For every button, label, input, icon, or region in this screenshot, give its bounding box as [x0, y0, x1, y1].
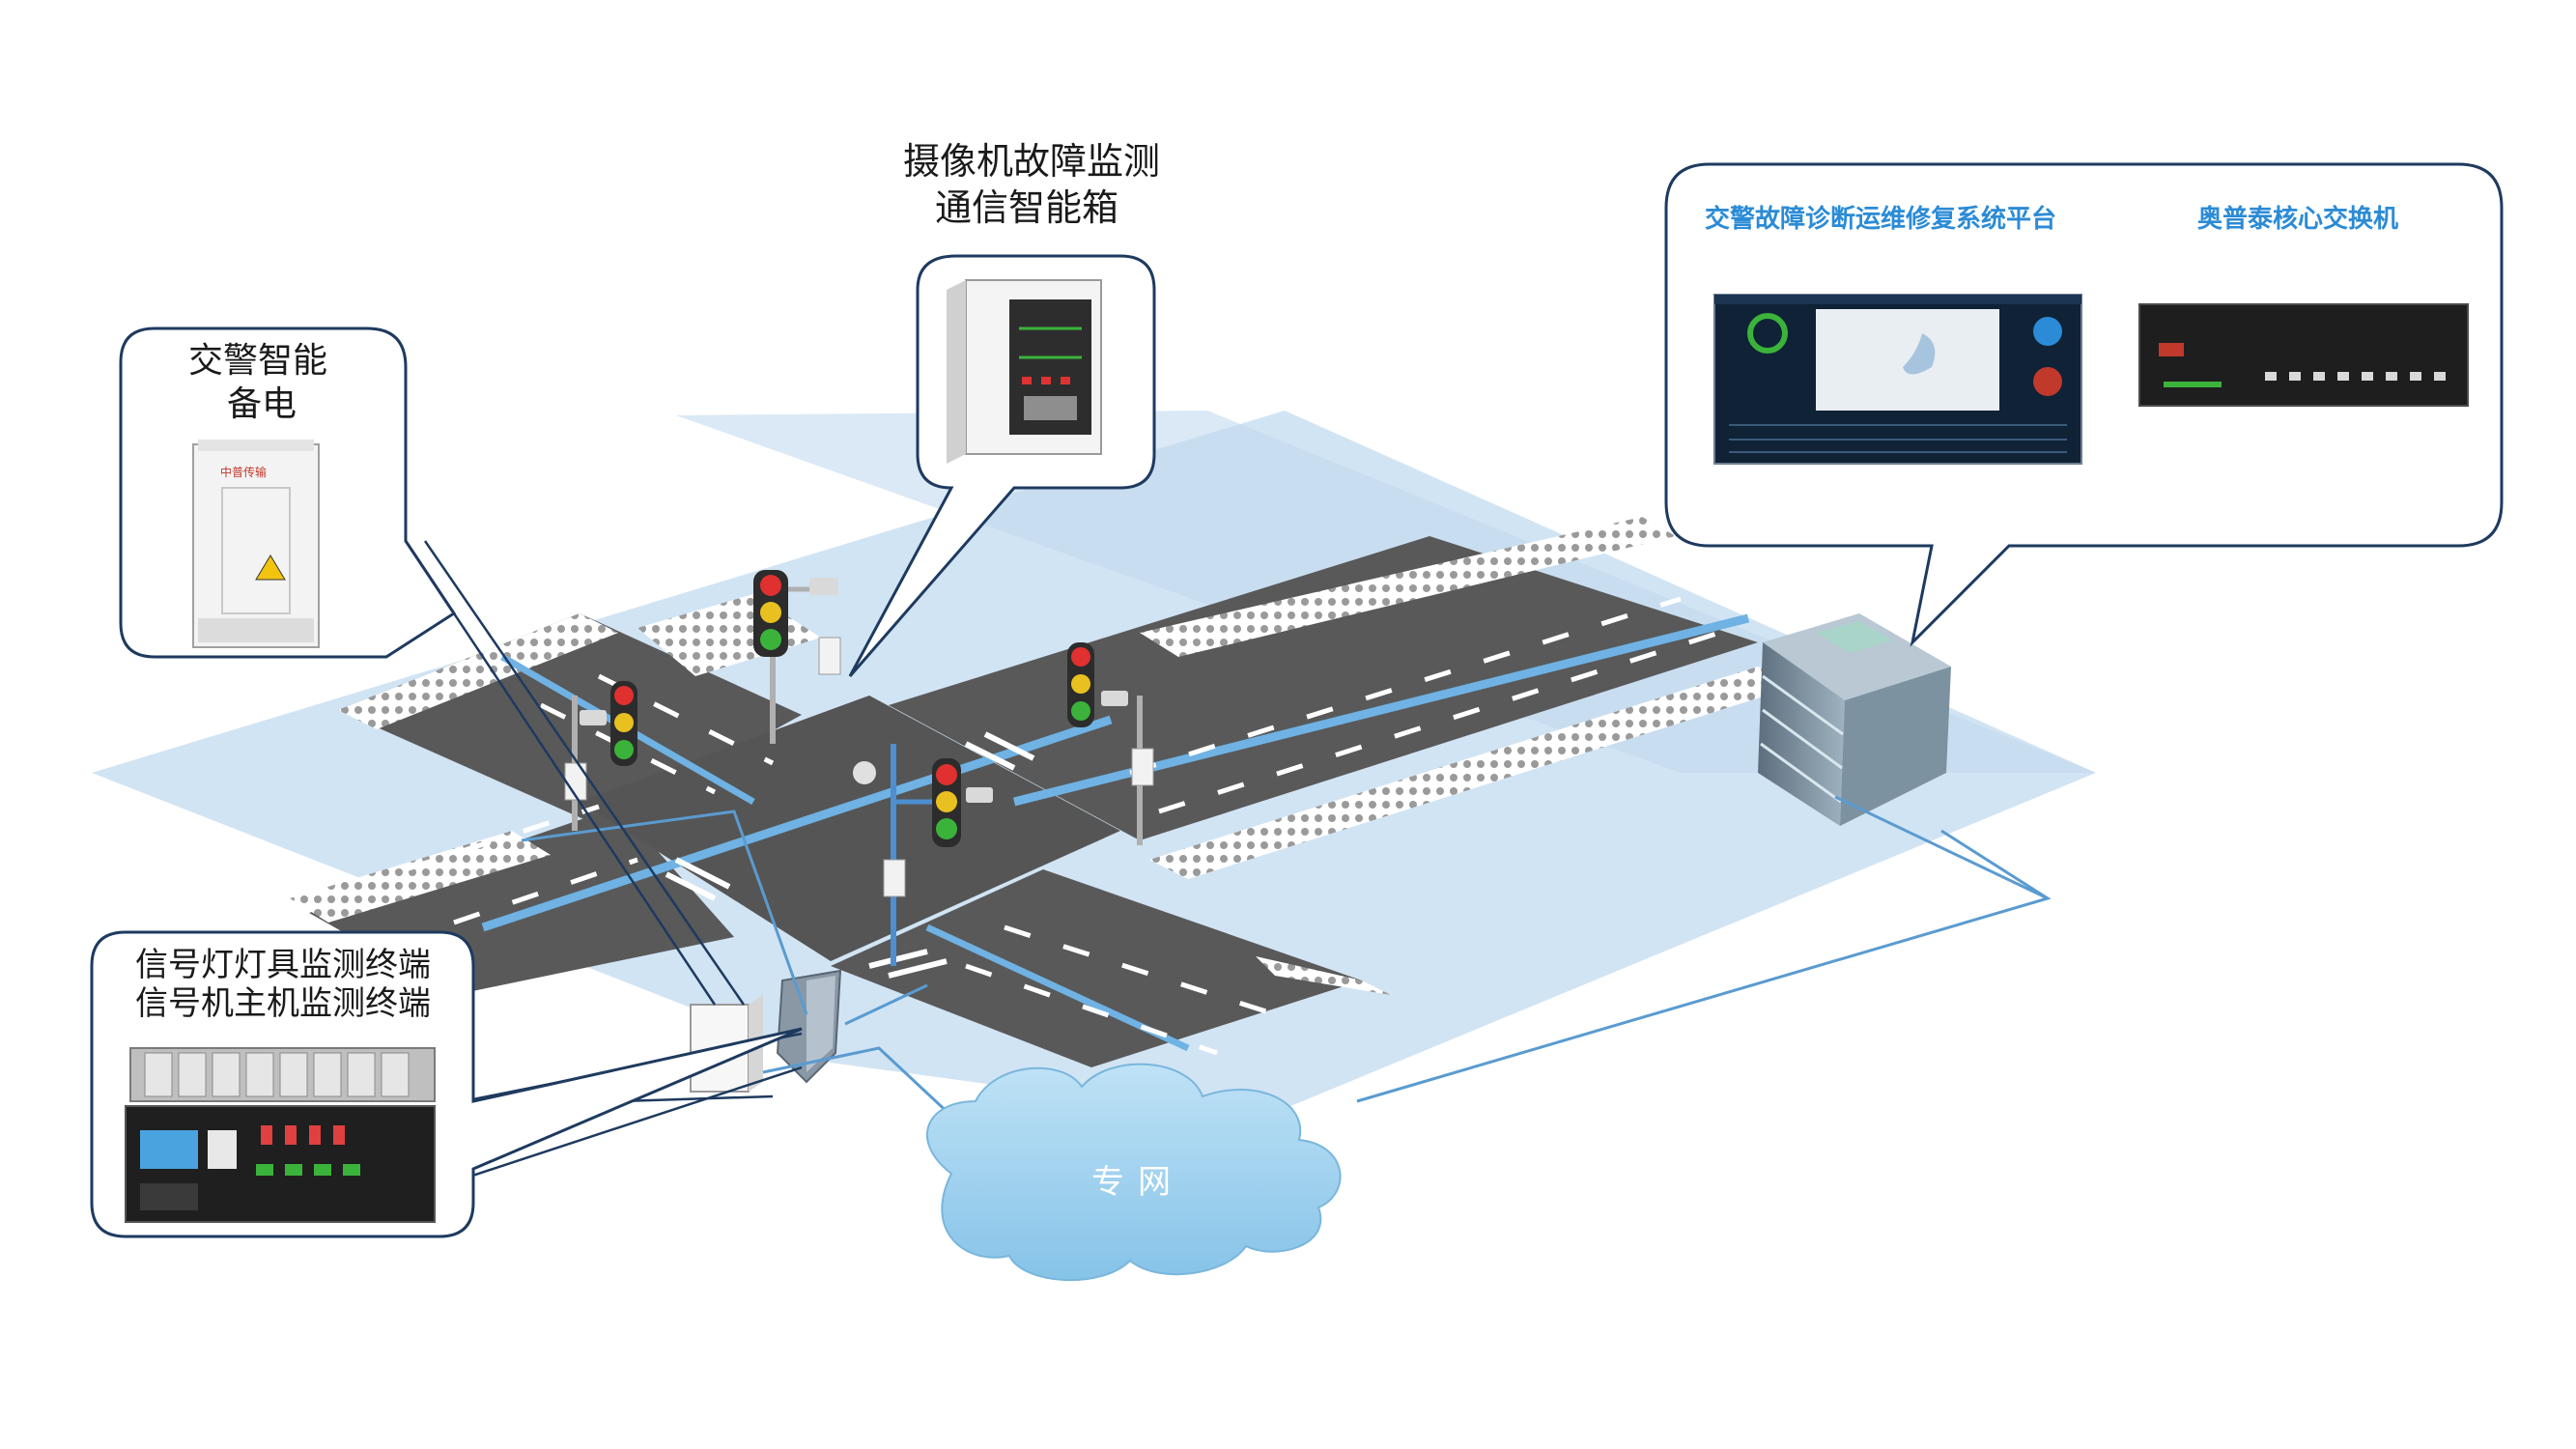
cloud-icon: 专网	[925, 1063, 1342, 1282]
callout-camera-box: 摄像机故障监测 通信智能箱	[848, 140, 1160, 677]
callout-terminals: 信号灯灯具监测终端 信号机主机监测终端	[90, 930, 803, 1238]
crosswalk-4	[1149, 667, 1797, 879]
crosswalk-5	[290, 831, 551, 923]
road-arm-southeast	[831, 869, 1362, 1067]
network-label: 专网	[1091, 1163, 1184, 1202]
crosswalk-6	[1256, 956, 1391, 995]
terminals-title-line-1: 信号灯灯具监测终端	[135, 946, 431, 984]
road-arm-northeast	[889, 536, 1758, 840]
camera-box-title-line-1: 摄像机故障监测	[903, 140, 1160, 183]
traffic-light-icon	[572, 681, 637, 831]
dome-camera-icon	[851, 759, 878, 786]
backup-power-title-line-1: 交警智能	[188, 341, 327, 381]
building-icon	[1758, 613, 1951, 826]
server-rack-icon	[129, 1047, 436, 1102]
traffic-light-icon	[753, 570, 838, 744]
network-switch-icon	[2138, 303, 2469, 407]
cabinet-brand-label: 中普传输	[220, 465, 267, 479]
cabinet-icon	[883, 859, 906, 897]
network-links	[521, 795, 2052, 1190]
traffic-light-icon	[1067, 642, 1143, 845]
center-crosswalks	[665, 731, 1035, 979]
camera-icon	[1101, 691, 1128, 706]
bus-lane-1	[481, 715, 1113, 932]
crosswalk-1	[338, 613, 618, 729]
cabinet-icon	[947, 279, 1102, 464]
camera-icon	[580, 710, 607, 725]
platform-title: 交警故障诊断运维修复系统平台	[1705, 204, 2056, 234]
cabinet-icon	[1131, 748, 1154, 786]
camera-box-title-line-2: 通信智能箱	[935, 186, 1118, 229]
server-rack-icon	[125, 1105, 436, 1223]
camera-icon	[966, 787, 993, 803]
cabinet-icon: 中普传输	[192, 440, 320, 648]
callout-platform: 交警故障诊断运维修复系统平台 奥普泰核心交换机	[1664, 162, 2504, 647]
terminals-title-line-2: 信号机主机监测终端	[135, 984, 431, 1023]
lane-markings	[405, 596, 1720, 1056]
shield-icon	[776, 969, 842, 1084]
callout-backup-power: 交警智能 备电 中普传输	[119, 327, 457, 659]
backup-power-title-line-2: 备电	[227, 384, 297, 424]
traffic-light-icon	[851, 744, 993, 966]
crosswalk-3	[1140, 517, 1676, 657]
dashboard-icon	[1713, 294, 2082, 465]
cabinet-icon	[818, 637, 841, 675]
camera-icon	[809, 578, 838, 595]
switch-title: 奥普泰核心交换机	[2197, 204, 2398, 234]
